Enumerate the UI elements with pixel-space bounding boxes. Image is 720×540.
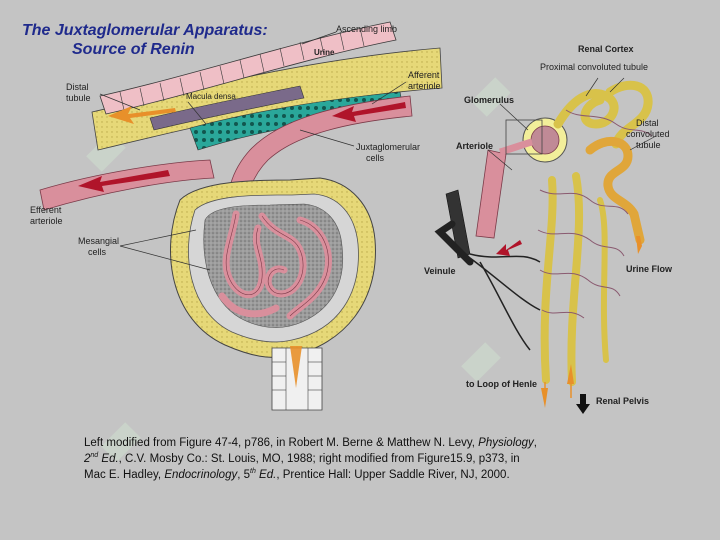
jga-drawing xyxy=(39,21,443,411)
label-ascending-limb: Ascending limb xyxy=(336,24,398,34)
caption-text: , C.V. Mosby Co.: St. Louis, MO, 1988; r… xyxy=(118,453,520,465)
right-arteriole xyxy=(475,149,507,239)
inset-box xyxy=(505,119,543,155)
label-loop-of-henle: to Loop of Henle xyxy=(466,379,537,389)
caption-edition: Ed. xyxy=(98,453,119,465)
caption-book-title: Physiology xyxy=(478,437,534,449)
caption-text: Left modified from Figure 47-4, p786, in… xyxy=(84,437,479,449)
descending-limb xyxy=(540,176,557,384)
renal-pelvis-arrow xyxy=(576,394,590,414)
epithelial-cell-lines xyxy=(119,27,365,111)
label-proximal: Proximal convoluted tubule xyxy=(540,62,649,72)
label-efferent-2: arteriole xyxy=(30,216,63,226)
collecting-tubule xyxy=(597,197,609,363)
label-efferent-1: Efferent xyxy=(30,205,62,215)
blood-flow-arrow xyxy=(496,240,522,256)
nephron-drawing xyxy=(434,77,657,414)
distal-tubule xyxy=(585,137,645,245)
label-distal-r-1: Distal xyxy=(636,118,659,128)
label-distal-r-3: tubule xyxy=(636,140,661,150)
proximal-tubule xyxy=(553,89,619,129)
label-jg-2: cells xyxy=(366,153,385,163)
caption-text: Mac E. Hadley, xyxy=(84,469,165,481)
macula-densa xyxy=(149,85,305,131)
caption-text: , Prentice Hall: Upper Saddle River, NJ,… xyxy=(276,469,510,481)
caption-line-3: Mac E. Hadley, Endocrinology, 5th Ed., P… xyxy=(84,468,510,482)
label-distal-1: Distal xyxy=(66,82,89,92)
peritubular-capillaries xyxy=(537,109,653,319)
venous-branches xyxy=(469,253,541,351)
caption-book-title: Endocrinology xyxy=(164,469,238,481)
caption-line-1: Left modified from Figure 47-4, p786, in… xyxy=(84,436,537,450)
label-macula-densa: Macula densa xyxy=(186,92,236,101)
outlet-flow-arrow xyxy=(290,346,302,388)
afferent-flow-arrow xyxy=(332,102,406,122)
efferent-flow-arrow xyxy=(78,170,170,192)
caption-edition: 2 xyxy=(84,453,91,465)
title-line-2: Source of Renin xyxy=(72,41,195,58)
right-pointer-lines xyxy=(487,77,657,171)
caption-superscript: nd xyxy=(90,452,99,460)
label-mesangial-2: cells xyxy=(88,247,107,257)
caption-line-2: 2nd Ed., C.V. Mosby Co.: St. Louis, MO, … xyxy=(84,452,520,466)
caption-text: , xyxy=(533,437,537,449)
label-mesangial-1: Mesangial xyxy=(78,236,120,246)
ascending-limb xyxy=(567,172,584,386)
label-veinule: Veinule xyxy=(424,266,456,276)
label-distal-2: tubule xyxy=(66,93,91,103)
label-afferent-2: arteriole xyxy=(408,81,441,91)
label-urine: Urine xyxy=(314,48,335,57)
urine-flow-arrows xyxy=(541,236,642,408)
efferent-arteriole xyxy=(39,159,215,211)
caption-superscript: th xyxy=(250,468,256,476)
label-glomerulus: Glomerulus xyxy=(464,95,515,105)
label-afferent-1: Afferent xyxy=(408,70,440,80)
tubule-flow-arrow xyxy=(108,106,176,124)
label-arteriole: Arteriole xyxy=(456,141,494,151)
caption-edition: Ed. xyxy=(255,469,277,481)
label-jg-1: Juxtaglomerular xyxy=(356,142,421,152)
label-renal-pelvis: Renal Pelvis xyxy=(596,396,650,406)
title-line-1: The Juxtaglomerular Apparatus: xyxy=(22,22,268,39)
left-pointer-lines xyxy=(99,31,407,271)
label-distal-r-2: convoluted xyxy=(626,129,670,139)
label-urine-flow: Urine Flow xyxy=(626,264,673,274)
caption-text: , 5 xyxy=(237,469,251,481)
label-renal-cortex: Renal Cortex xyxy=(578,44,634,54)
outlet-cells xyxy=(272,348,322,410)
